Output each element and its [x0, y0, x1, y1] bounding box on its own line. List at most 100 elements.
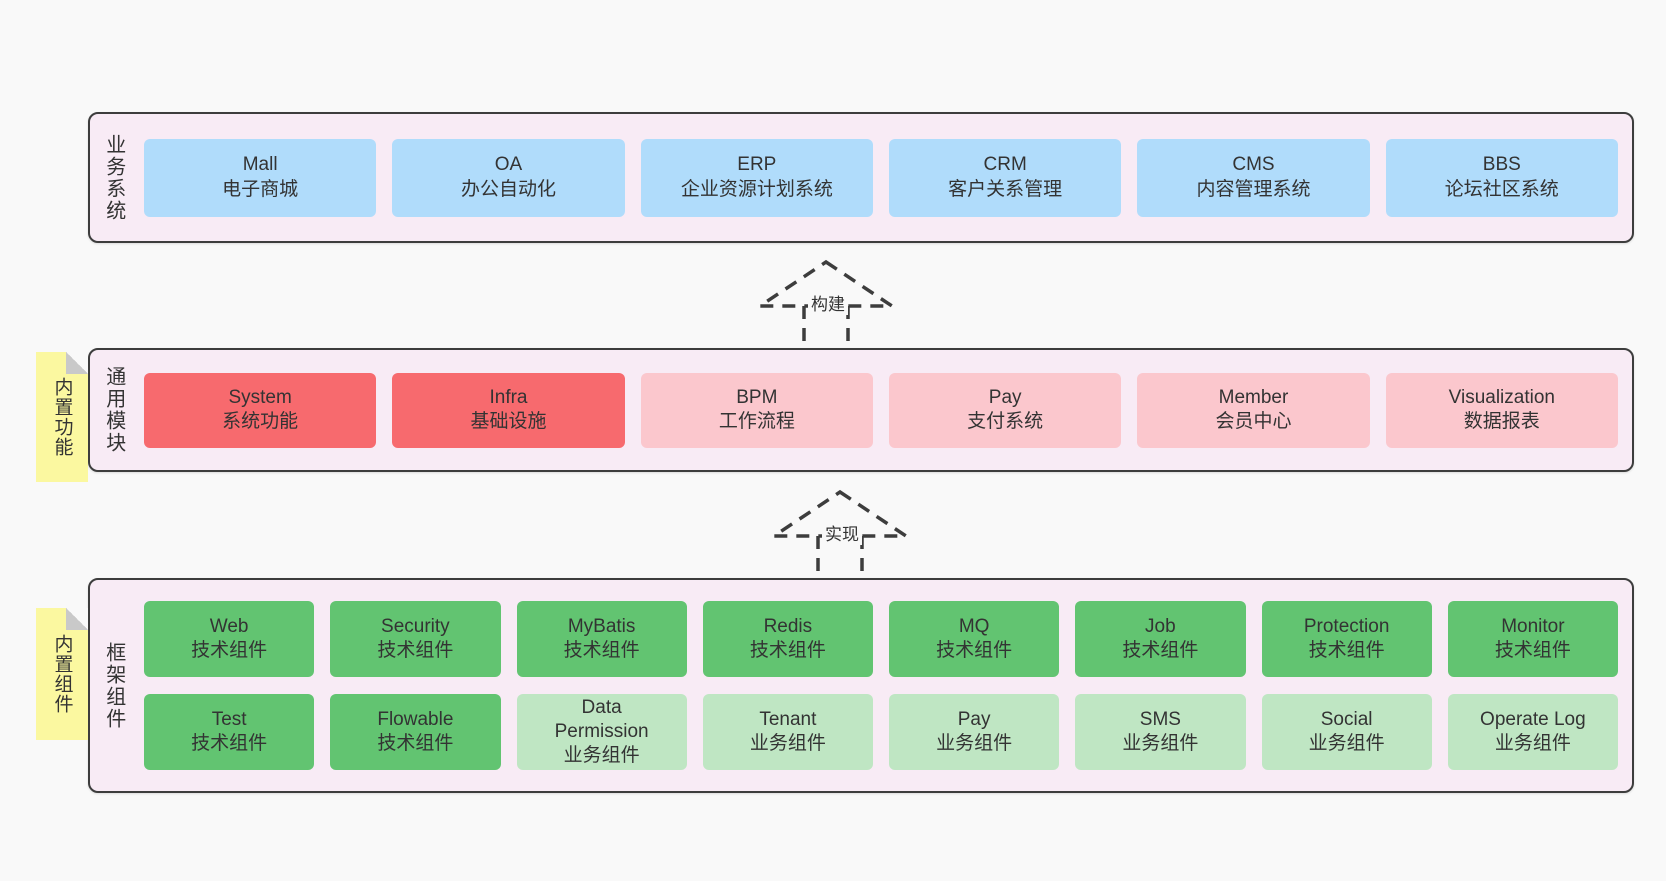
generalization-arrow-icon — [756, 259, 898, 346]
card-subtitle: 技术组件 — [936, 640, 1013, 661]
card-mall[interactable]: Mall 电子商城 — [144, 138, 377, 217]
card-title: Visualization — [1448, 386, 1555, 408]
card-tenant[interactable]: Tenant 业务组件 — [702, 694, 873, 770]
card-job[interactable]: Job 技术组件 — [1075, 601, 1246, 677]
card-title: Mall — [242, 154, 278, 176]
connector-implement: 实现 — [770, 488, 920, 576]
card-pay-business[interactable]: Pay 业务组件 — [889, 694, 1060, 770]
card-web[interactable]: Web 技术组件 — [144, 601, 315, 677]
card-title: Member — [1218, 386, 1289, 408]
card-title: Pay — [988, 386, 1022, 408]
card-subtitle: 技术组件 — [191, 733, 268, 754]
card-title: BBS — [1482, 154, 1521, 176]
generalization-arrow-icon — [770, 489, 912, 576]
card-title: OA — [494, 154, 523, 176]
card-pay[interactable]: Pay 支付系统 — [888, 372, 1122, 448]
card-title: System — [228, 386, 292, 408]
card-member[interactable]: Member 会员中心 — [1137, 372, 1370, 448]
layer-common-module: 通用模块 System 系统功能 Infra 基础设施 BPM 工作流程 Pay… — [88, 348, 1634, 472]
card-title: MyBatis — [567, 615, 636, 637]
card-title: Pay — [957, 708, 991, 730]
card-row: Web 技术组件 Security 技术组件 MyBatis 技术组件 Redi… — [144, 601, 1618, 677]
card-mybatis[interactable]: MyBatis 技术组件 — [516, 601, 687, 677]
card-title: Flowable — [377, 708, 454, 730]
card-subtitle: 技术组件 — [1494, 640, 1571, 661]
connector-build-label: 构建 — [808, 290, 848, 315]
card-security[interactable]: Security 技术组件 — [330, 601, 501, 677]
card-title: Test — [211, 708, 247, 730]
card-title: ERP — [737, 154, 777, 176]
card-title: SMS — [1139, 708, 1181, 730]
card-subtitle: 工作流程 — [718, 411, 795, 432]
sticky-note-label: 内置功能 — [51, 377, 73, 457]
card-social[interactable]: Social 业务组件 — [1261, 694, 1432, 770]
card-title: Security — [381, 615, 450, 637]
card-title: Redis — [763, 615, 813, 637]
card-title: CMS — [1232, 154, 1275, 176]
card-title: Monitor — [1501, 615, 1565, 637]
card-subtitle: 技术组件 — [749, 640, 826, 661]
card-subtitle: 业务组件 — [1308, 733, 1385, 754]
card-title: Web — [209, 615, 249, 637]
card-data-permission[interactable]: Data Permission 业务组件 — [516, 694, 687, 770]
card-title: Job — [1145, 615, 1176, 637]
card-visualization[interactable]: Visualization 数据报表 — [1385, 372, 1618, 448]
card-row: Test 技术组件 Flowable 技术组件 Data Permission … — [144, 694, 1618, 770]
card-bbs[interactable]: BBS 论坛社区系统 — [1385, 138, 1618, 217]
card-sms[interactable]: SMS 业务组件 — [1075, 694, 1246, 770]
card-test[interactable]: Test 技术组件 — [144, 694, 315, 770]
card-subtitle: 企业资源计划系统 — [680, 178, 833, 200]
card-title: Protection — [1303, 615, 1390, 637]
connector-build: 构建 — [756, 258, 906, 346]
card-subtitle: 支付系统 — [967, 411, 1044, 432]
card-monitor[interactable]: Monitor 技术组件 — [1447, 601, 1618, 677]
card-subtitle: 技术组件 — [191, 640, 268, 661]
card-subtitle: 技术组件 — [1122, 640, 1199, 661]
layer-body-framework-component: Web 技术组件 Security 技术组件 MyBatis 技术组件 Redi… — [136, 580, 1632, 791]
card-title: Operate Log — [1480, 708, 1586, 730]
card-subtitle: 业务组件 — [749, 733, 826, 754]
card-subtitle: 客户关系管理 — [948, 178, 1063, 200]
card-mq[interactable]: MQ 技术组件 — [889, 601, 1060, 677]
card-subtitle: 办公自动化 — [460, 178, 556, 200]
card-redis[interactable]: Redis 技术组件 — [702, 601, 873, 677]
card-subtitle: 业务组件 — [936, 733, 1013, 754]
card-subtitle: 业务组件 — [1494, 733, 1571, 754]
card-title: Tenant — [759, 708, 817, 730]
card-infra[interactable]: Infra 基础设施 — [392, 372, 625, 448]
sticky-note-builtin-functions: 内置功能 — [36, 352, 88, 482]
card-cms[interactable]: CMS 内容管理系统 — [1137, 138, 1370, 217]
layer-body-business-system: Mall 电子商城 OA 办公自动化 ERP 企业资源计划系统 CRM 客户关系… — [136, 114, 1632, 241]
card-title: Infra — [489, 386, 528, 408]
card-subtitle: 系统功能 — [222, 411, 299, 432]
card-crm[interactable]: CRM 客户关系管理 — [888, 138, 1122, 217]
card-title: Data Permission — [554, 696, 649, 742]
card-subtitle: 内容管理系统 — [1196, 178, 1311, 200]
card-subtitle: 业务组件 — [563, 745, 640, 767]
card-flowable[interactable]: Flowable 技术组件 — [330, 694, 501, 770]
layer-title-common-module: 通用模块 — [102, 366, 125, 454]
card-subtitle: 会员中心 — [1215, 411, 1292, 432]
card-oa[interactable]: OA 办公自动化 — [392, 138, 625, 217]
card-subtitle: 技术组件 — [1308, 640, 1385, 661]
card-subtitle: 论坛社区系统 — [1444, 178, 1559, 200]
card-operate-log[interactable]: Operate Log 业务组件 — [1447, 694, 1618, 770]
layer-business-system: 业务系统 Mall 电子商城 OA 办公自动化 ERP 企业资源计划系统 CRM… — [88, 112, 1634, 243]
card-protection[interactable]: Protection 技术组件 — [1261, 601, 1432, 677]
layer-title-business-system: 业务系统 — [102, 133, 125, 222]
sticky-note-builtin-components: 内置组件 — [36, 608, 88, 740]
card-system[interactable]: System 系统功能 — [144, 372, 377, 448]
connector-implement-label: 实现 — [822, 520, 862, 545]
card-bpm[interactable]: BPM 工作流程 — [640, 372, 873, 448]
layer-title-framework-component: 框架组件 — [102, 641, 125, 730]
card-row: System 系统功能 Infra 基础设施 BPM 工作流程 Pay 支付系统… — [144, 372, 1618, 448]
card-subtitle: 数据报表 — [1463, 411, 1540, 432]
card-title: BPM — [736, 386, 778, 408]
card-subtitle: 基础设施 — [470, 411, 547, 432]
card-subtitle: 业务组件 — [1122, 733, 1199, 754]
card-subtitle: 技术组件 — [563, 640, 640, 661]
card-title: Social — [1320, 708, 1373, 730]
card-subtitle: 电子商城 — [222, 178, 299, 200]
card-erp[interactable]: ERP 企业资源计划系统 — [640, 138, 873, 217]
card-subtitle: 技术组件 — [377, 640, 454, 661]
